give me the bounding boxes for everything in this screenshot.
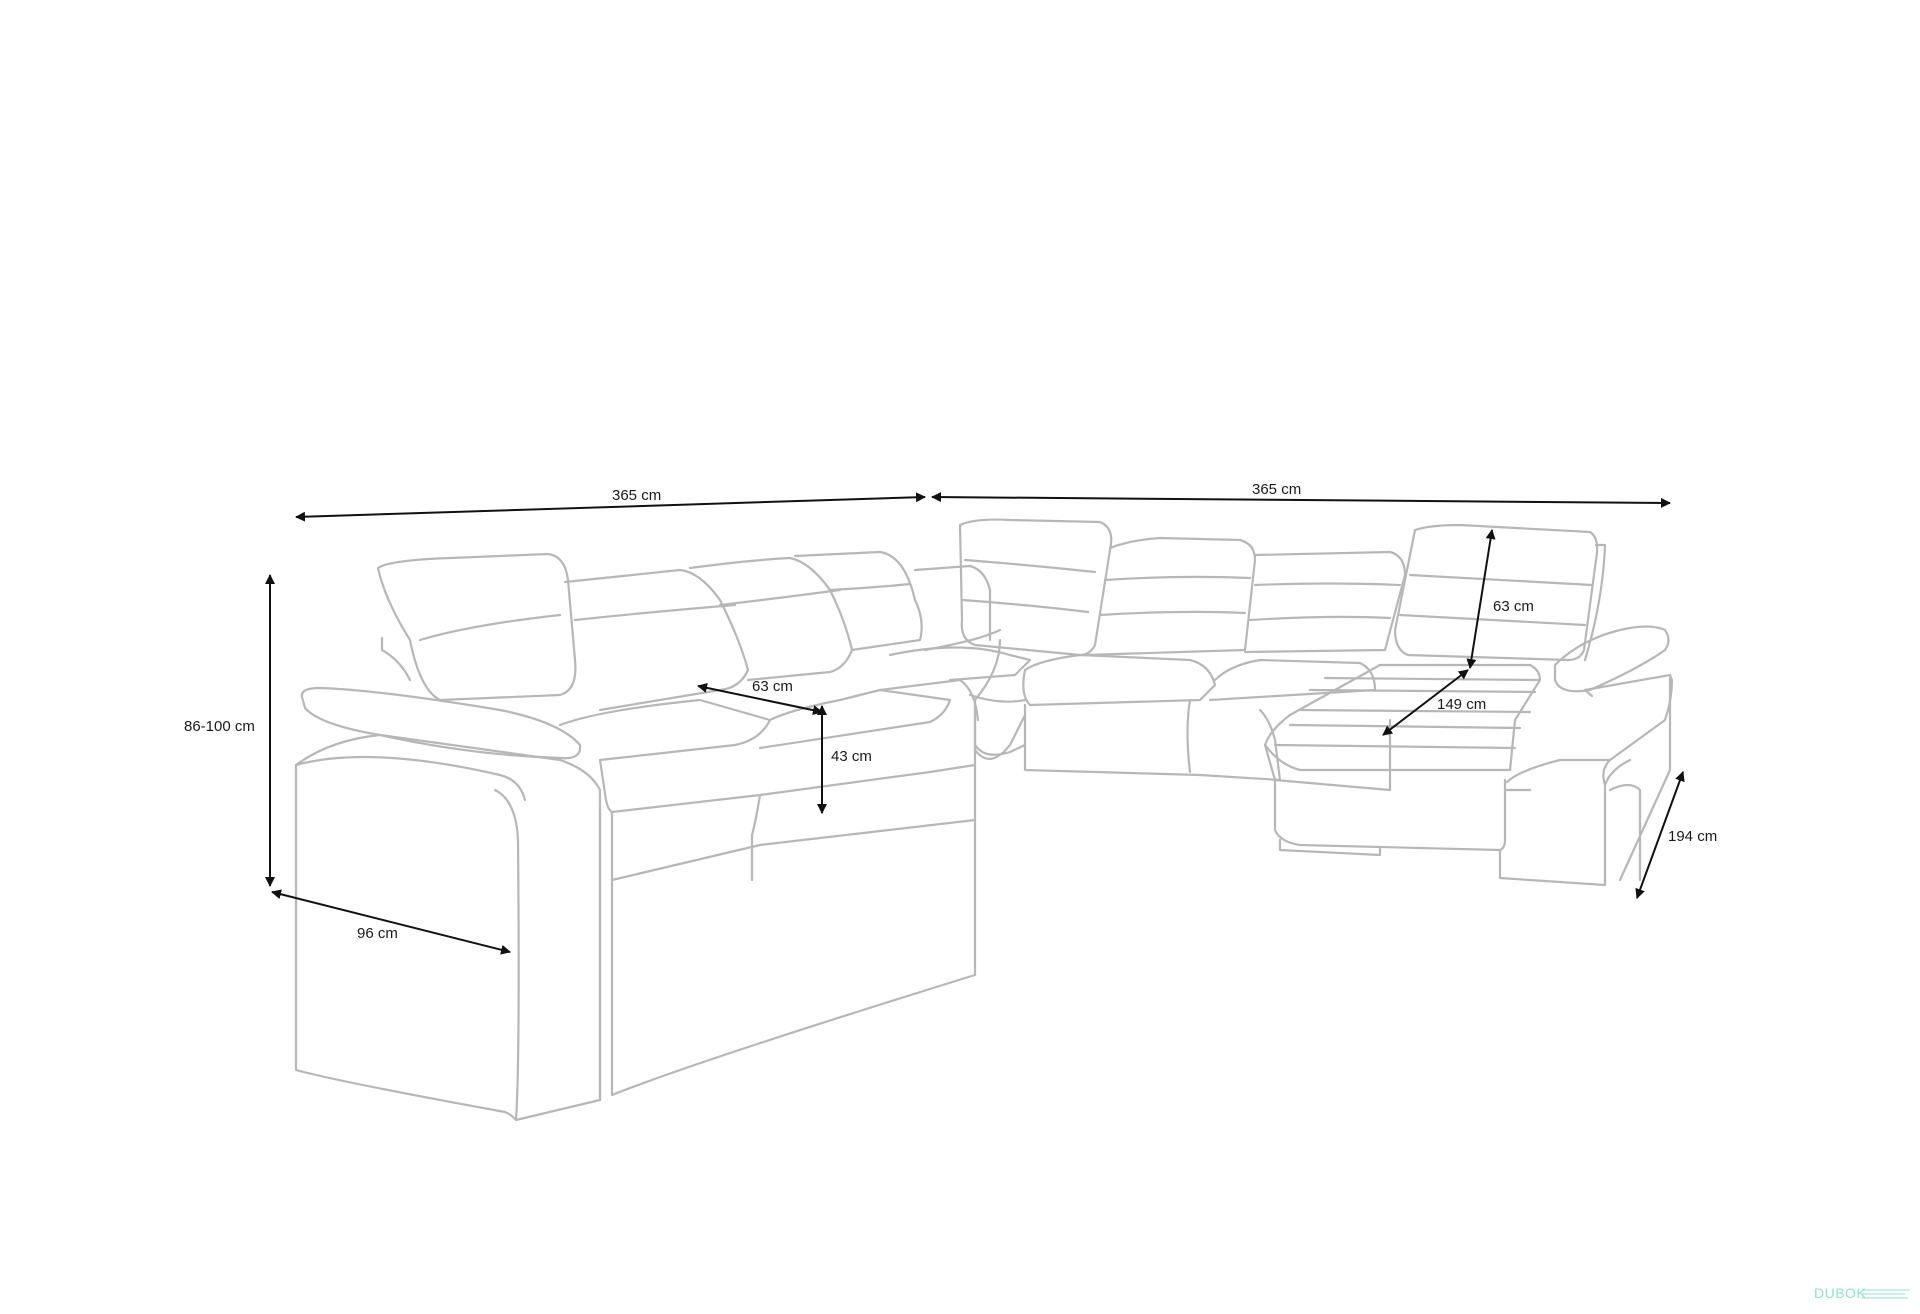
dim-height-label: 86-100 cm <box>184 718 255 735</box>
dim-left-depth-label: 96 cm <box>357 925 398 942</box>
dim-right-width-line <box>931 492 1671 508</box>
dim-seat-height-label: 43 cm <box>831 748 872 765</box>
dim-seat-depth-line <box>697 682 823 716</box>
dim-chaise-width-line <box>1382 669 1469 736</box>
dim-seat-depth-label: 63 cm <box>752 678 793 695</box>
brand-name: DUBOK <box>1814 1285 1866 1301</box>
dim-right-depth-line <box>1635 771 1685 899</box>
dim-left-width-label: 365 cm <box>612 487 661 504</box>
dim-backrest-height-label: 63 cm <box>1493 598 1534 615</box>
dim-left-depth-line <box>271 889 511 955</box>
dim-left-width-line <box>295 492 926 522</box>
dim-right-depth-label: 194 cm <box>1668 828 1717 845</box>
dim-backrest-height-line <box>1466 529 1496 669</box>
brand-watermark: DUBOK <box>1814 1285 1910 1301</box>
dim-right-width-label: 365 cm <box>1252 481 1301 498</box>
dimension-lines <box>265 492 1685 955</box>
dim-chaise-width-label: 149 cm <box>1437 696 1486 713</box>
sofa-outline <box>294 518 1674 1122</box>
dimension-labels: 365 cm 365 cm 86-100 cm 96 cm 194 cm 63 … <box>184 481 1717 942</box>
